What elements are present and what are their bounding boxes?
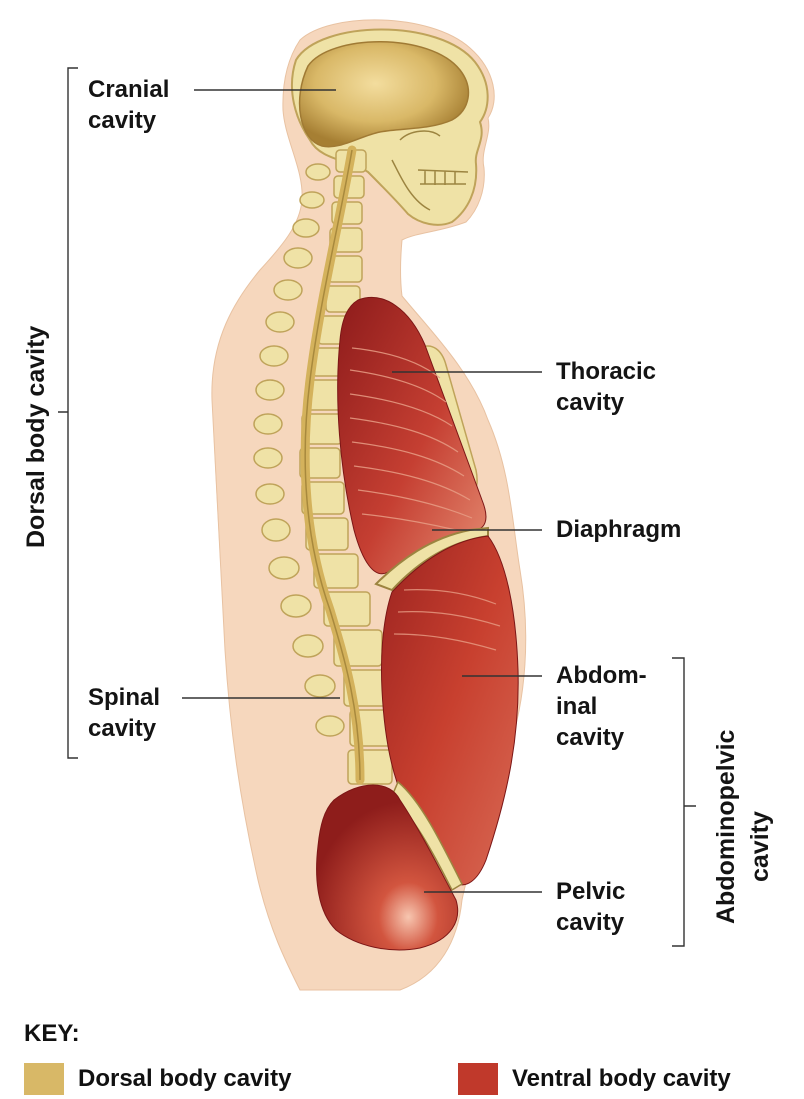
spinal-label-line-2: cavity: [88, 713, 160, 744]
key-label-ventral: Ventral body cavity: [512, 1065, 731, 1093]
dorsal-swatch: [24, 1063, 64, 1095]
dorsal-bracket: [58, 68, 78, 758]
dorsal-body-cavity-label: Dorsal body cavity: [22, 326, 51, 548]
key-item-ventral: Ventral body cavity: [458, 1062, 731, 1096]
abdominal-label-line-2: inal: [556, 691, 647, 722]
cranial-label-line-2: cavity: [88, 105, 169, 136]
spinal-label-line-1: Spinal: [88, 682, 160, 713]
diaphragm-label-text: Diaphragm: [556, 514, 681, 545]
abdominopelvic-bracket: [672, 658, 696, 946]
abdominal-label-line-1: Abdom-: [556, 660, 647, 691]
cranial-label-line-1: Cranial: [88, 74, 169, 105]
cranial-cavity-label: Cranial cavity: [88, 74, 169, 136]
diaphragm-label: Diaphragm: [556, 514, 681, 545]
ventral-swatch: [458, 1063, 498, 1095]
abdominal-cavity-label: Abdom- inal cavity: [556, 660, 647, 753]
thoracic-label-line-2: cavity: [556, 387, 656, 418]
abdominopelvic-label-line-2: cavity: [746, 811, 775, 882]
abdominal-label-line-3: cavity: [556, 722, 647, 753]
pelvic-cavity-label: Pelvic cavity: [556, 876, 625, 938]
abdominopelvic-label-line-1: Abdominopelvic: [712, 730, 741, 924]
spinal-cavity-label: Spinal cavity: [88, 682, 160, 744]
key-title: KEY:: [24, 1020, 80, 1048]
pelvic-label-line-1: Pelvic: [556, 876, 625, 907]
pelvic-label-line-2: cavity: [556, 907, 625, 938]
thoracic-cavity-label: Thoracic cavity: [556, 356, 656, 418]
key-item-dorsal: Dorsal body cavity: [24, 1062, 291, 1096]
thoracic-label-line-1: Thoracic: [556, 356, 656, 387]
key-label-dorsal: Dorsal body cavity: [78, 1065, 291, 1093]
